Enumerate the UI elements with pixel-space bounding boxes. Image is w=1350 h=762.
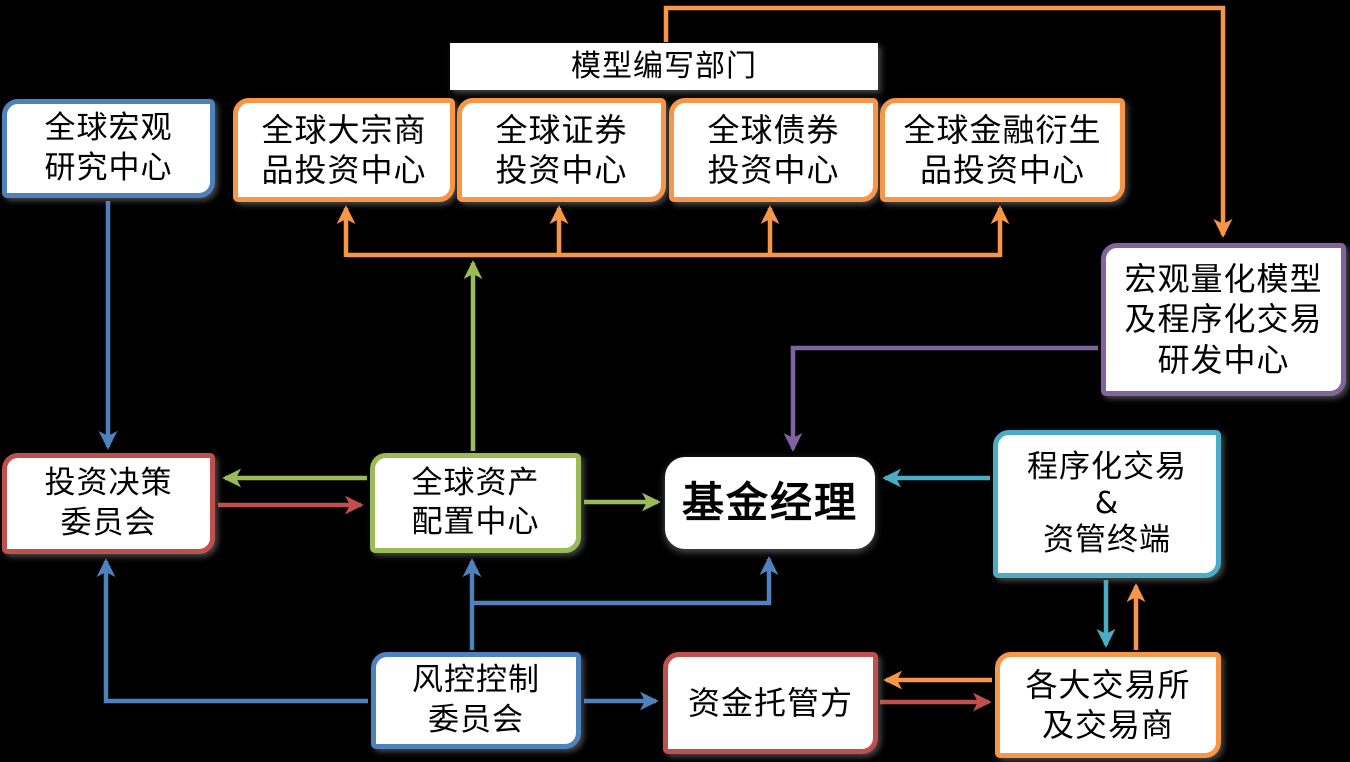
node-label-line: 全球大宗商 [261,110,427,149]
node-label-line: 及交易商 [1041,706,1174,744]
node-global-bonds-investment-center: 全球债券 投资中心 [669,98,878,202]
node-label-line: 配置中心 [411,504,540,540]
node-label-line: 全球债券 [707,110,840,149]
node-label-line: 品投资中心 [919,151,1085,189]
node-fund-custodian: 资金托管方 [663,652,878,754]
node-global-financial-derivatives-investment-center: 全球金融衍生 品投资中心 [880,98,1125,202]
node-label-line: 委员会 [60,504,157,541]
node-label-line: 品投资中心 [261,151,427,189]
node-label-line: 投资中心 [495,151,628,189]
node-label-line: 程序化交易 [1027,448,1187,485]
node-global-asset-allocation-center: 全球资产 配置中心 [370,453,581,553]
node-label-line: 投资决策 [44,465,173,502]
node-label-line: 风控控制 [412,662,540,699]
node-program-trading-asset-management-terminal: 程序化交易 & 资管终端 [993,430,1221,578]
node-label-line: 全球资产 [411,464,540,501]
node-macro-quant-model-program-trading-rnd-center: 宏观量化模型 及程序化交易 研发中心 [1101,243,1346,396]
node-label: 基金经理 [681,477,858,527]
node-label-line: 研发中心 [1157,340,1290,379]
edge-risk-committee-to-invest-committee [96,558,368,704]
edge-quant-center-to-fund-manager [783,345,1098,452]
node-global-commodity-investment-center: 全球大宗商 品投资中心 [233,98,455,202]
node-exchanges-and-dealers: 各大交易所 及交易商 [995,652,1221,758]
edge-model-dept-to-quant-center [663,5,1233,238]
node-label: 模型编写部门 [571,48,757,84]
edge-risk-committee-to-fund-manager [472,556,779,606]
node-label-line: 宏观量化模型 [1124,260,1323,299]
node-label: 资金托管方 [687,683,853,722]
node-label-line: & [1094,485,1120,521]
node-fund-manager: 基金经理 [665,457,875,549]
node-label-line: 研究中心 [44,149,173,186]
node-label-line: 及程序化交易 [1124,300,1323,339]
node-global-macro-research-center: 全球宏观 研究中心 [2,99,215,198]
node-risk-control-committee: 风控控制 委员会 [371,652,581,749]
node-investment-decision-committee: 投资决策 委员会 [2,453,215,554]
node-label-line: 资管终端 [1043,522,1171,559]
node-label-line: 投资中心 [707,151,840,189]
node-label-line: 全球证券 [495,110,628,149]
node-global-securities-investment-center: 全球证券 投资中心 [457,98,666,202]
node-model-writing-department: 模型编写部门 [450,43,878,90]
node-label-line: 委员会 [428,701,524,738]
node-label-line: 各大交易所 [1025,665,1191,704]
node-label-line: 全球宏观 [44,110,173,147]
node-label-line: 全球金融衍生 [903,110,1102,149]
